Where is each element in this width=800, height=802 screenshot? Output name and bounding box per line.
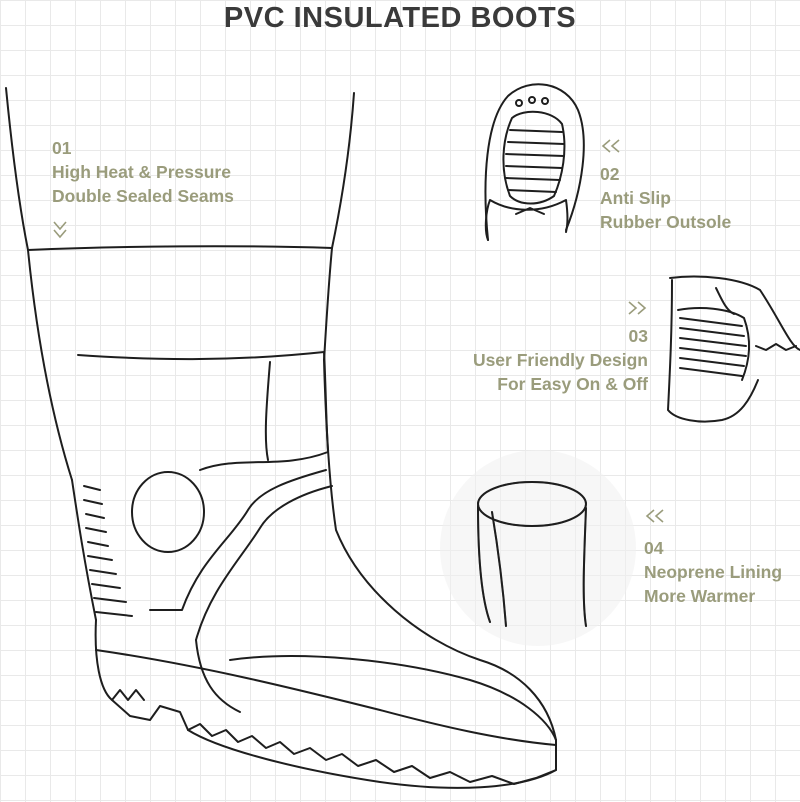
feature-number: 03 — [628, 326, 648, 346]
feature-02: 02 Anti Slip Rubber Outsole — [600, 162, 731, 234]
feature-03: 03 User Friendly Design For Easy On & Of… — [420, 324, 648, 396]
feature-line1: User Friendly Design — [472, 350, 648, 370]
outsole-drawing — [484, 83, 585, 241]
feature-04: 04 Neoprene Lining More Warmer — [644, 536, 800, 608]
feature-line1: Anti Slip — [600, 188, 671, 208]
main-boot-drawing — [5, 87, 557, 789]
chevron-left-icon — [645, 509, 664, 523]
chevron-down-icon — [53, 221, 67, 239]
feature-line2: Double Sealed Seams — [52, 186, 234, 206]
feature-number: 04 — [644, 538, 664, 558]
feature-01: 01 High Heat & Pressure Double Sealed Se… — [52, 136, 234, 208]
feature-number: 01 — [52, 138, 72, 158]
feature-line2: Rubber Outsole — [600, 212, 732, 232]
page-title: PVC INSULATED BOOTS — [223, 2, 577, 34]
heel-drawing — [667, 275, 800, 423]
feature-line1: High Heat & Pressure — [52, 162, 231, 182]
chevron-right-icon — [628, 301, 647, 315]
feature-line1: Neoprene Lining — [644, 562, 783, 582]
feature-line2: For Easy On & Off — [497, 374, 648, 394]
feature-number: 02 — [600, 164, 620, 184]
chevron-left-icon — [601, 139, 620, 153]
feature-line2: More Warmer — [644, 586, 756, 606]
